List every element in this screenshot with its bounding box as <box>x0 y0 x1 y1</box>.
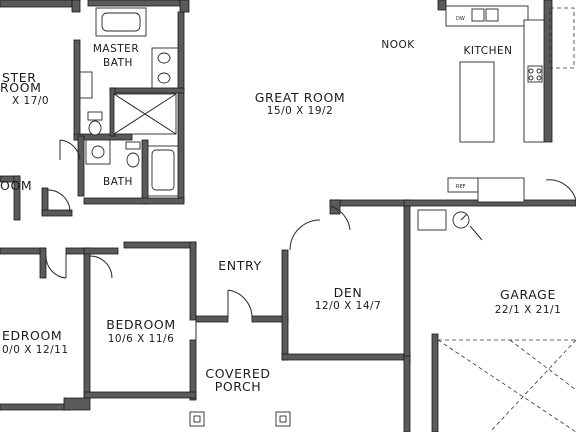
den-label: DEN <box>334 285 363 300</box>
master-bedroom-label-1: STER <box>2 70 37 85</box>
master-bath-label-1: MASTER <box>93 43 139 55</box>
nook-label: NOOK <box>381 39 415 51</box>
den-dims: 12/0 X 14/7 <box>315 300 382 312</box>
bedroom-center-label: BEDROOM <box>106 317 175 332</box>
great-room-dims: 15/0 X 19/2 <box>267 105 334 117</box>
kitchen-label: KITCHEN <box>464 45 513 57</box>
closet-label: OOM <box>0 178 32 193</box>
garage-label: GARAGE <box>500 287 556 302</box>
bedroom-left-dims: 0/0 X 12/11 <box>2 344 69 356</box>
bedroom-center-dims: 10/6 X 11/6 <box>108 333 175 345</box>
bedroom-left-label: EDROOM <box>2 328 62 343</box>
fridge-label: REF <box>456 184 466 190</box>
garage-dims: 22/1 X 21/1 <box>495 304 562 316</box>
fixtures <box>79 5 576 432</box>
covered-porch-label-2: PORCH <box>215 379 262 394</box>
entry-label: ENTRY <box>218 258 261 273</box>
covered-porch-label-1: COVERED <box>205 366 270 381</box>
doors <box>45 139 576 340</box>
great-room-label: GREAT ROOM <box>255 90 346 105</box>
bath-label: BATH <box>103 176 133 188</box>
dishwasher-label: DW <box>456 16 465 22</box>
master-bedroom-label-2: ROOM <box>0 80 42 95</box>
master-bath-label-2: BATH <box>103 57 133 69</box>
